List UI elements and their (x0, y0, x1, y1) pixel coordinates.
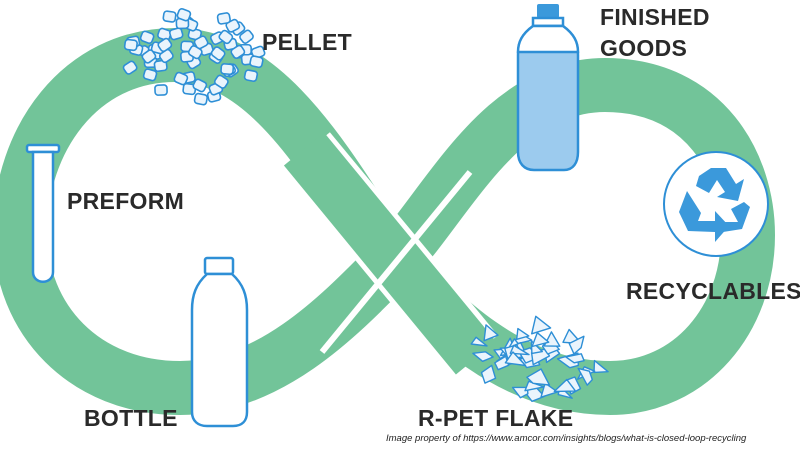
flake-piece (494, 355, 510, 371)
flake-piece (531, 332, 550, 348)
bottle-icon (190, 256, 249, 428)
pellet-piece (139, 30, 155, 44)
crossing-band (283, 132, 497, 375)
flake-cluster-icon (470, 315, 609, 402)
label-preform: PREFORM (67, 188, 185, 214)
label-bottle: BOTTLE (84, 405, 178, 431)
flake-piece (526, 368, 551, 386)
infinity-loop (0, 28, 775, 415)
pellet-piece (230, 44, 246, 59)
pellet-piece (193, 92, 208, 106)
recycle-arrow-left (679, 191, 729, 242)
bottle-cap (203, 256, 235, 276)
pellet-piece (173, 71, 189, 86)
flake-piece (565, 353, 585, 364)
pellet-piece (142, 68, 158, 82)
pellet-piece (187, 45, 203, 60)
pellet-piece (192, 78, 208, 93)
flake-piece (553, 378, 577, 393)
pellet-piece (157, 37, 173, 53)
recycle-arrow-right (723, 202, 750, 232)
flake-piece (531, 315, 552, 335)
pellet-piece (218, 29, 234, 45)
image-credit: Image property of https://www.amcor.com/… (386, 433, 747, 444)
pellet-piece (154, 84, 168, 96)
bottle-body (190, 272, 249, 428)
pellet-piece (216, 12, 231, 25)
pellet-cluster-icon (122, 7, 266, 106)
pellet-piece (169, 27, 184, 41)
pellet-piece (122, 60, 138, 75)
flake-piece (540, 382, 559, 398)
pellet-piece (243, 69, 259, 82)
flake-piece (470, 336, 488, 347)
pellet-piece (162, 10, 177, 23)
pellet-piece (176, 7, 192, 22)
label-finished-goods-line2: GOODS (600, 35, 688, 61)
flake-piece (483, 324, 499, 342)
flake-piece (480, 364, 497, 384)
pellet-piece (141, 49, 157, 64)
pellet-piece (249, 55, 264, 69)
label-rpet-flake: R-PET FLAKE (418, 405, 574, 431)
pellet-piece (193, 35, 209, 50)
preform-tube (31, 150, 55, 283)
pellet-piece (220, 63, 235, 76)
label-pellet: PELLET (262, 29, 352, 55)
flake-piece (543, 331, 561, 347)
flake-piece (516, 327, 530, 340)
flake-piece (568, 335, 585, 355)
label-finished-goods-line1: FINISHED (600, 4, 710, 30)
preform-icon (25, 143, 61, 283)
recycle-arrow-top (696, 168, 744, 201)
finished-bottle-icon (516, 4, 580, 172)
finished-bottle-top (516, 24, 580, 54)
flake-piece (472, 351, 494, 362)
flake-piece (577, 367, 593, 386)
pellet-piece (239, 29, 254, 44)
crossing-gap-top (319, 170, 473, 354)
pellet-piece (213, 74, 229, 89)
recycle-icon (663, 151, 769, 257)
finished-bottle-cap (537, 4, 559, 18)
flake-piece (593, 359, 609, 374)
flake-piece (509, 344, 530, 356)
flake-piece (504, 351, 527, 367)
pellet-piece (123, 38, 138, 52)
label-recyclables: RECYCLABLES (626, 278, 800, 304)
pellet-piece (210, 46, 226, 61)
